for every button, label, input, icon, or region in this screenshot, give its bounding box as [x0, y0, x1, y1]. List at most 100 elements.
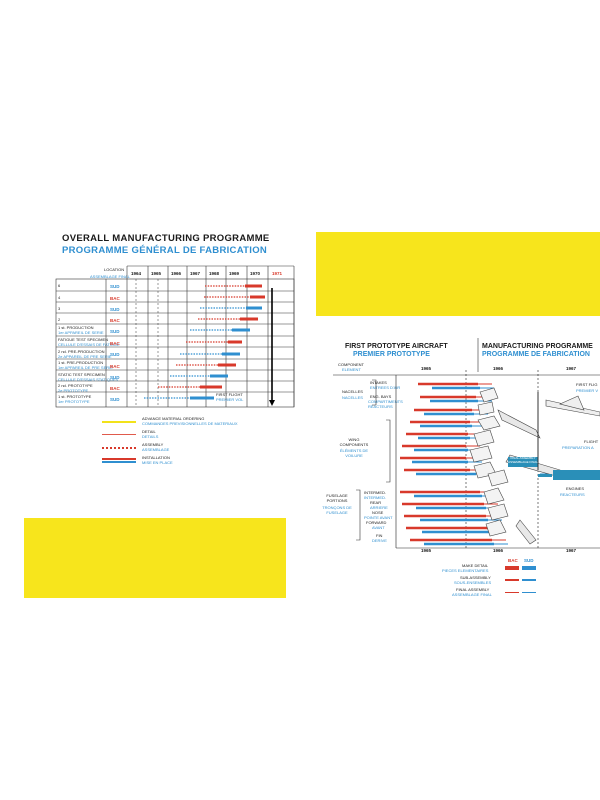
legend-label-fr: MISE EN PLACE [142, 460, 173, 465]
right-bars [400, 382, 556, 546]
legend-col-sud: SUD [524, 558, 534, 563]
loc-code: BAC [110, 364, 120, 369]
final-assembly-box-text: FINAL ASSEMBLY [510, 456, 536, 460]
sub-label: REAR [370, 500, 382, 505]
sub-label-fr: DERIVE [372, 538, 387, 543]
right-title-left-fr: PREMIER PROTOTYPE [353, 351, 430, 358]
legend-label-fr: COMMANDES PREVISIONNELLES DE MATERIAUX [142, 421, 238, 426]
legend-label: ASSEMBLY [142, 442, 164, 447]
right-year-1967-bottom: 1967 [566, 548, 577, 553]
legend-swatch-detail [102, 434, 136, 435]
engines-label: ENGINES [566, 486, 585, 491]
group-fuselage-fr: TRONÇONS DE FUSELAGE [322, 505, 352, 515]
row-sublabel: 2e APPAREIL DE PRE SERIE [58, 354, 112, 359]
year-1969: 1969 [229, 271, 240, 276]
first-flight-right: FIRST FLIG [576, 382, 598, 387]
legend-bar-bac [505, 592, 519, 593]
row-label: FATIGUE TEST SPECIMEN [58, 337, 109, 342]
row-label: 2 [58, 317, 61, 322]
row-label: 3 [58, 306, 61, 311]
sub-label-fr: AVANT [372, 525, 385, 530]
legend-label-fr: DETAILS [142, 434, 159, 439]
engines-label-fr: REACTEURS [560, 492, 585, 497]
row-sublabel: CELLULE D'ESSAIS STATIQUES [58, 377, 119, 382]
legend-swatch-installation-blue [102, 461, 136, 463]
row-label: STATIC TEST SPECIMEN [58, 372, 105, 377]
legend-label-fr: ASSEMBLAGE [142, 447, 170, 452]
sub-label: INTERMED. [364, 490, 386, 495]
component-label-fr: ELEMENT [342, 367, 361, 372]
left-title-en: OVERALL MANUFACTURING PROGRAMME [62, 233, 270, 244]
legend-swatch-yellow [102, 421, 136, 423]
loc-code: BAC [110, 386, 120, 391]
row-label: 2 nd. PROTOTYPE [58, 383, 93, 388]
legend-bar-bac [505, 566, 519, 570]
final-assembly-box-label: FINAL ASSEMBLY ASSEMBLAGE FINAL [508, 456, 538, 464]
legend-label-fr: ASSEMBLAGE FINAL [452, 592, 492, 597]
loc-code: BAC [110, 318, 120, 323]
flight-prep: FLIGHT [584, 439, 599, 444]
group-wing-fr: ÉLÉMENTS DE VOILURE [339, 448, 369, 458]
row-sublabel: 2e PROTOTYPE [58, 388, 89, 393]
right-year-1965: 1965 [421, 366, 432, 371]
year-1966: 1966 [171, 271, 182, 276]
sub-label: NOSE [372, 510, 384, 515]
loc-code: SUD [110, 329, 120, 334]
right-year-1966-bottom: 1966 [493, 548, 504, 553]
legend-label: ADVANCE MATERIAL ORDERING [142, 416, 205, 421]
row-sublabel: 1er APPAREIL DE SERIE [58, 330, 104, 335]
row-label: 1 st. PRODUCTION [58, 325, 94, 330]
sub-label-fr: ARRIERE [370, 505, 388, 510]
legend-label: MAKE DETAIL [462, 563, 489, 568]
final-assembly-box-text-fr: ASSEMBLAGE FINAL [508, 459, 538, 464]
legend-label: FINAL ASSEMBLY [456, 587, 490, 592]
row-sublabel: 1er APPAREIL DE PRE SERIE [58, 365, 113, 370]
group-wing: WING COMPONENTS [339, 437, 369, 447]
year-1971: 1971 [272, 271, 283, 276]
right-title-left-en: FIRST PROTOTYPE AIRCRAFT [345, 343, 448, 350]
assembly-label: ASSEMBLAGE FINAL [90, 274, 130, 279]
row-label: 1 st. PROTOTYPE [58, 394, 92, 399]
group-nacelles-fr: NACELLES [342, 395, 363, 400]
legend-label: SUB-ASSEMBLY [460, 575, 491, 580]
row-label: 1 st. PRE-PRODUCTION [58, 360, 104, 365]
location-label: LOCATION [104, 267, 125, 272]
right-title-right-en: MANUFACTURING PROGRAMME [482, 343, 593, 350]
year-1970: 1970 [250, 271, 261, 276]
sub-label-fr: POINTE AVANT [364, 515, 393, 520]
sub-label: ENG. BAYS [370, 394, 392, 399]
sub-label: INTAKES [370, 380, 387, 385]
year-1968: 1968 [209, 271, 220, 276]
legend-label-fr: PIECES ELEMENTAIRES [442, 568, 489, 573]
sub-label: FORWARD [366, 520, 387, 525]
loc-code: SUD [110, 352, 120, 357]
group-brackets [356, 379, 391, 541]
yellow-panel-left [24, 518, 286, 598]
row-label: 6 [58, 283, 61, 288]
row-label: 2 nd. PRE-PRODUCTION [58, 349, 105, 354]
loc-code: SUD [110, 284, 120, 289]
row-sublabel: CELLULE D'ESSAIS DE FATIGUE [58, 342, 120, 347]
legend-bar-sud [522, 566, 536, 570]
fuselage-sketch [497, 409, 541, 439]
legend-bar-bac [505, 579, 519, 581]
first-flight-label: FIRST FLIGHT [216, 392, 243, 397]
loc-code: SUD [110, 375, 120, 380]
right-title-right-fr: PROGRAMME DE FABRICATION [482, 351, 590, 358]
yellow-panel-right [316, 232, 600, 316]
sub-label-fr: INTERMED. [364, 495, 386, 500]
row-sublabel: 1er PROTOTYPE [58, 399, 90, 404]
loc-code: SUD [110, 307, 120, 312]
flight-prep-fr: PREPARATION A [562, 445, 594, 450]
intake-sketch [479, 387, 499, 403]
right-year-1966: 1966 [493, 366, 504, 371]
right-year-1967: 1967 [566, 366, 577, 371]
legend-label: DETAIL [142, 429, 156, 434]
group-fuselage: FUSELAGE PORTIONS [326, 493, 348, 503]
component-label: COMPONENT [338, 362, 364, 367]
legend-col-bac: BAC [508, 558, 518, 563]
gantt-grid [55, 265, 295, 408]
year-1965: 1965 [151, 271, 162, 276]
